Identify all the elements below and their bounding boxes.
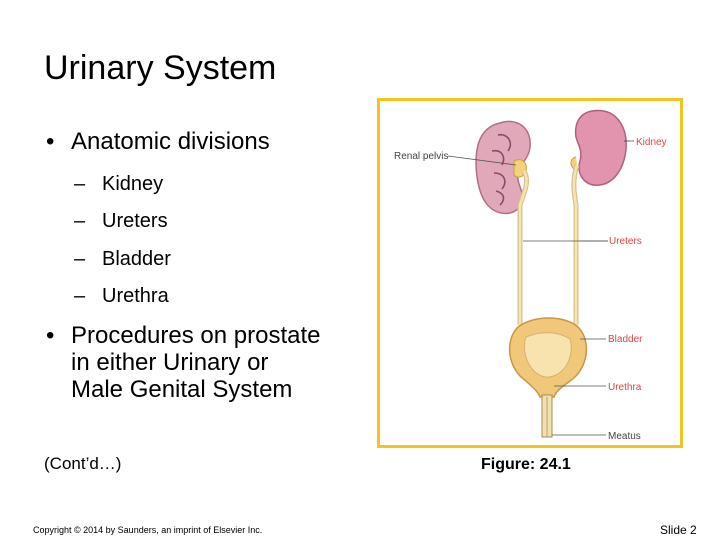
subitem-text: Bladder <box>102 248 171 270</box>
subitem-marker: – <box>74 210 86 232</box>
subitem-text: Urethra <box>102 285 169 307</box>
figure-caption: Figure: 24.1 <box>481 456 571 473</box>
subitem-text: Ureters <box>102 210 168 232</box>
bullet-text-line-2: in either Urinary or <box>71 349 269 376</box>
subitem-text: Kidney <box>102 173 164 195</box>
subitem-marker: – <box>74 285 86 307</box>
urinary-system-figure: Renal pelvis Kidney Ureters Bladder Uret… <box>377 98 683 448</box>
subitem-marker: – <box>74 173 86 195</box>
bullet-text: Anatomic divisions <box>71 128 270 155</box>
ureters-illustration <box>517 164 580 325</box>
renal-pelvis-label: Renal pelvis <box>394 151 448 162</box>
copyright-text: Copyright © 2014 by Saunders, an imprint… <box>33 525 263 535</box>
slide-number: Slide 2 <box>660 523 697 537</box>
urinary-system-illustration: Renal pelvis Kidney Ureters Bladder Uret… <box>394 109 667 442</box>
bullet-text-line-1: Procedures on prostate <box>71 322 321 349</box>
bladder-illustration <box>508 317 588 398</box>
bullet-marker: • <box>46 322 55 349</box>
bladder-label: Bladder <box>608 334 643 345</box>
continued-note: (Cont’d…) <box>44 454 122 473</box>
bullet-marker: • <box>46 128 55 155</box>
bullet-text-line-3: Male Genital System <box>71 376 293 403</box>
subitem-marker: – <box>74 248 86 270</box>
ureters-label: Ureters <box>609 236 642 247</box>
leader-lines <box>447 140 634 436</box>
urethra-label: Urethra <box>608 382 642 393</box>
meatus-label: Meatus <box>608 431 641 442</box>
slide-title: Urinary System <box>44 49 277 87</box>
kidney-label: Kidney <box>636 137 667 148</box>
urethra-illustration <box>541 394 553 438</box>
right-kidney-illustration <box>570 109 627 186</box>
